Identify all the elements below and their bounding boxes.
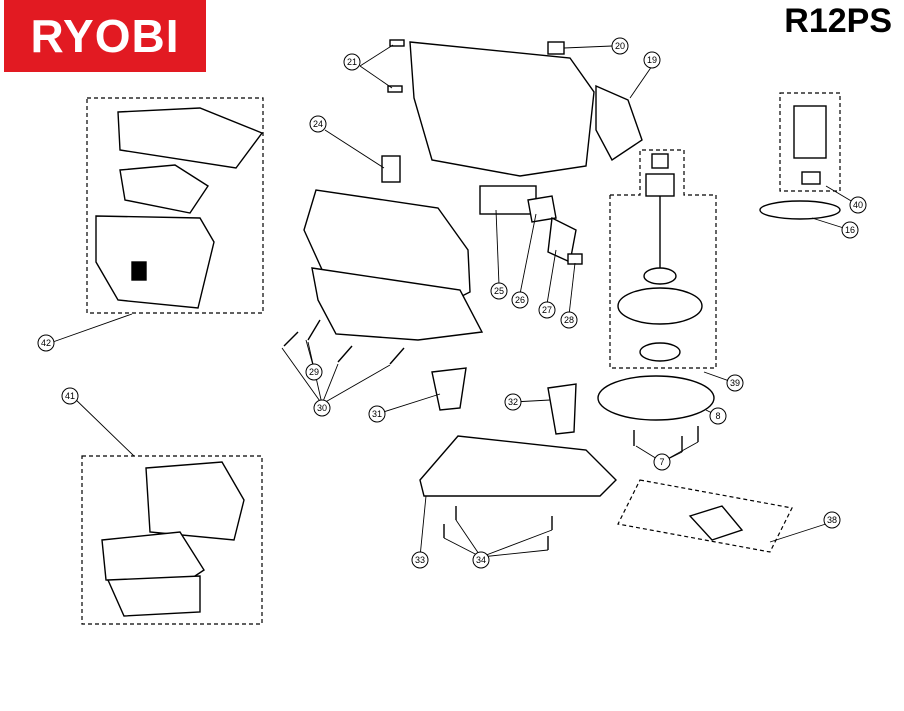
group-box-42 xyxy=(86,97,264,314)
svg-text:26: 26 xyxy=(515,295,525,305)
callout-30: 30 xyxy=(313,399,331,417)
part-housing-lower xyxy=(106,575,201,617)
svg-text:24: 24 xyxy=(313,119,323,129)
svg-text:33: 33 xyxy=(415,555,425,565)
part-screw-b xyxy=(307,319,321,341)
callout-33: 33 xyxy=(411,551,429,569)
part-top-housing xyxy=(409,41,595,177)
callout-31: 31 xyxy=(368,405,386,423)
part-screw-a xyxy=(283,331,299,347)
svg-text:8: 8 xyxy=(715,411,720,421)
svg-text:38: 38 xyxy=(827,515,837,525)
svg-text:19: 19 xyxy=(647,55,657,65)
model-number: R12PS xyxy=(784,2,892,40)
part-21b xyxy=(387,85,403,93)
ryobi-logo: RYOBI xyxy=(4,0,206,72)
part-cover-housing xyxy=(95,215,215,309)
part-39-gear xyxy=(645,173,675,197)
callout-7: 7 xyxy=(653,453,671,471)
callout-40: 40 xyxy=(849,196,867,214)
part-drawings xyxy=(95,39,841,617)
callout-41: 41 xyxy=(61,387,79,405)
callout-8: 8 xyxy=(709,407,727,425)
logo-text: RYOBI xyxy=(30,10,180,62)
group-box-38 xyxy=(617,479,793,553)
part-20 xyxy=(547,41,565,55)
part-main-grip xyxy=(311,267,484,341)
svg-text:34: 34 xyxy=(476,555,486,565)
callout-29: 29 xyxy=(305,363,323,381)
callouts: 7 8 16 19 20 21 24 25 26 27 28 29 30 31 … xyxy=(37,37,867,569)
svg-text:25: 25 xyxy=(494,286,504,296)
part-40-pinion xyxy=(801,171,821,185)
part-39-cap xyxy=(651,153,669,169)
callout-42: 42 xyxy=(37,334,55,352)
callout-27: 27 xyxy=(538,301,556,319)
callout-21: 21 xyxy=(343,53,361,71)
part-cover-vent xyxy=(131,261,147,281)
svg-text:27: 27 xyxy=(542,305,552,315)
part-39-fan xyxy=(617,287,703,325)
part-40-motor xyxy=(793,105,827,159)
svg-text:7: 7 xyxy=(659,457,664,467)
svg-text:16: 16 xyxy=(845,225,855,235)
callout-39: 39 xyxy=(726,374,744,392)
part-28 xyxy=(567,253,583,265)
part-24 xyxy=(381,155,401,183)
part-cover-top xyxy=(117,107,264,169)
callout-25: 25 xyxy=(490,282,508,300)
callout-24: 24 xyxy=(309,115,327,133)
group-box-41 xyxy=(81,455,263,625)
callout-28: 28 xyxy=(560,311,578,329)
group-box-40 xyxy=(779,92,841,192)
callout-19: 19 xyxy=(643,51,661,69)
part-16-ring xyxy=(759,200,841,220)
part-8-fan-housing xyxy=(597,375,715,421)
svg-text:41: 41 xyxy=(65,391,75,401)
callout-32: 32 xyxy=(504,393,522,411)
part-19 xyxy=(595,84,643,162)
callout-34: 34 xyxy=(472,551,490,569)
part-39-lower-bearing xyxy=(639,342,681,362)
callout-20: 20 xyxy=(611,37,629,55)
svg-text:31: 31 xyxy=(372,409,382,419)
svg-text:21: 21 xyxy=(347,57,357,67)
part-21a xyxy=(389,39,405,47)
part-screw-d xyxy=(389,347,405,365)
callout-26: 26 xyxy=(511,291,529,309)
callout-16: 16 xyxy=(841,221,859,239)
svg-text:20: 20 xyxy=(615,41,625,51)
svg-text:40: 40 xyxy=(853,200,863,210)
group-box-39 xyxy=(609,149,717,369)
callout-38: 38 xyxy=(823,511,841,529)
svg-text:42: 42 xyxy=(41,338,51,348)
svg-text:30: 30 xyxy=(317,403,327,413)
svg-text:39: 39 xyxy=(730,378,740,388)
part-31 xyxy=(431,367,467,411)
part-38-lock xyxy=(688,505,744,541)
part-26 xyxy=(527,195,557,223)
svg-text:29: 29 xyxy=(309,367,319,377)
part-screw-c xyxy=(337,345,353,363)
part-33-base xyxy=(419,435,617,497)
svg-text:28: 28 xyxy=(564,315,574,325)
part-32 xyxy=(547,383,577,435)
svg-text:32: 32 xyxy=(508,397,518,407)
part-25-switch xyxy=(479,185,537,215)
part-housing-upper xyxy=(145,461,245,541)
part-39-bearing xyxy=(643,267,677,285)
part-cover-mid xyxy=(119,164,209,214)
